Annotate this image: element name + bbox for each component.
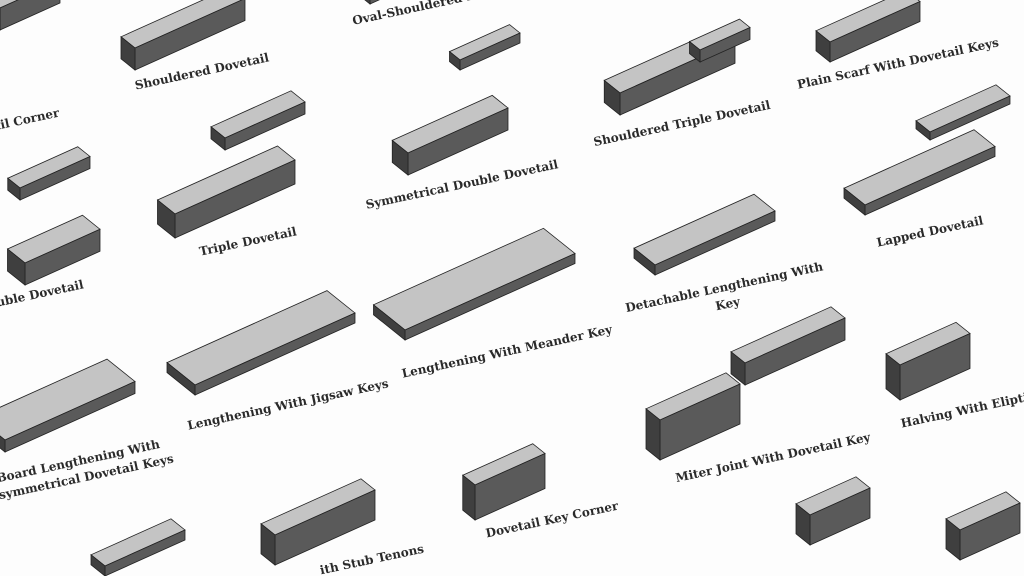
block-side-face <box>369 0 380 5</box>
block-top-face <box>372 227 576 331</box>
block-end-face <box>7 177 21 201</box>
block-end-face <box>7 248 26 286</box>
block-end-face <box>210 125 226 151</box>
block-end-face <box>730 350 746 386</box>
block-end-face <box>0 435 6 453</box>
block-end-face <box>120 35 136 71</box>
block-end-face <box>373 303 406 341</box>
block-end-face <box>633 247 656 276</box>
block-end-face <box>795 502 811 546</box>
block-end-face <box>449 50 461 71</box>
block-end-face <box>843 187 866 216</box>
block-end-face <box>166 361 196 396</box>
block-end-face <box>260 522 276 566</box>
block-end-face <box>157 199 176 239</box>
block-end-face <box>645 407 661 461</box>
block-end-face <box>815 29 831 63</box>
block-end-face <box>885 352 901 401</box>
block-end-face <box>364 0 371 5</box>
block-side-face <box>0 0 61 31</box>
block-end-face <box>945 517 961 561</box>
block-end-face <box>90 553 106 576</box>
block-end-face <box>462 474 476 521</box>
block-end-face <box>391 139 409 176</box>
block-top-face <box>166 290 356 386</box>
block-end-face <box>689 40 701 63</box>
block-end-face <box>603 79 621 116</box>
block-top-face <box>843 129 996 206</box>
block-end-face <box>915 119 931 141</box>
